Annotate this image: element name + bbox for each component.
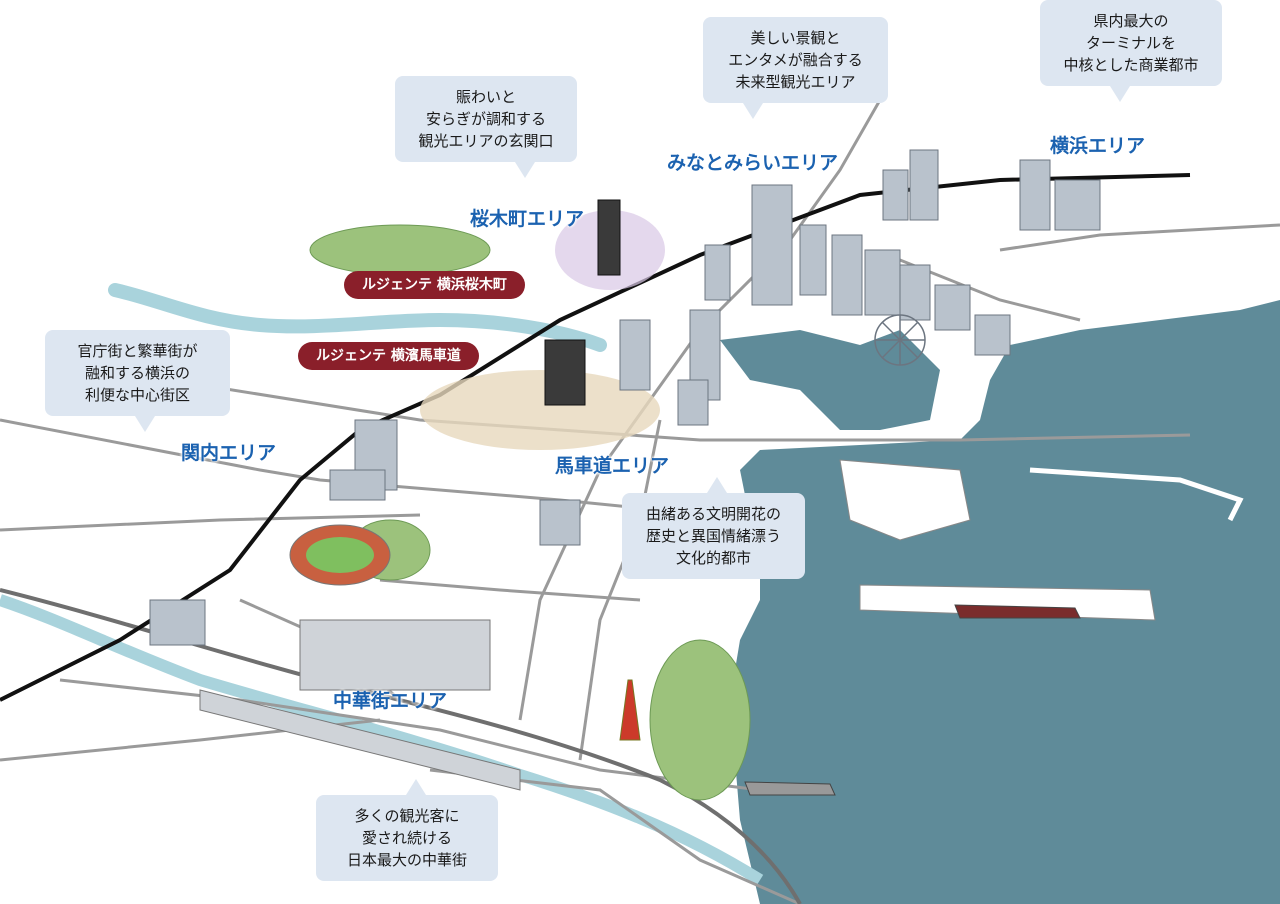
property-buildings: [544, 199, 621, 406]
river: [108, 283, 607, 352]
inlet: [720, 330, 940, 430]
bubble-yokohama: 県内最大の ターミナルを 中核とした商業都市: [1040, 0, 1222, 102]
area-label-kannai: 関内エリア: [181, 442, 277, 464]
bashamichi-glow: [420, 370, 660, 450]
pier: [859, 584, 1156, 621]
bubble-kannai: 官庁街と繁華街が 融和する横浜の 利便な中心街区: [45, 330, 230, 432]
bubble-minatomirai: 美しい景観と エンタメが融合する 未来型観光エリア: [703, 17, 888, 119]
area-label-sakuragicho: 桜木町エリア: [470, 208, 585, 230]
bubble-bashamichi: 由緒ある文明開花の 歴史と異国情緒漂う 文化的都市: [622, 477, 805, 579]
red-brick-pier: [839, 459, 971, 541]
bubble-sakuragicho: 賑わいと 安らぎが調和する 観光エリアの玄関口: [395, 76, 577, 178]
area-label-chinatown: 中華街エリア: [333, 690, 448, 712]
property-label-bashamichi: ルジェンテ 横濱馬車道: [298, 342, 479, 370]
buildings: [149, 149, 1101, 646]
breakwater: [1029, 467, 1244, 522]
area-label-yokohama: 横浜エリア: [1050, 135, 1146, 157]
ships: [744, 604, 1081, 796]
stadium: [289, 524, 391, 586]
marine-tower: [619, 679, 641, 741]
property-label-sakuragicho: ルジェンテ 横浜桜木町: [344, 271, 525, 299]
area-label-bashamichi: 馬車道エリア: [555, 455, 670, 477]
chinatown-blocks: [199, 619, 521, 791]
bubble-chinatown: 多くの観光客に 愛され続ける 日本最大の中華街: [316, 779, 498, 881]
area-label-minatomirai: みなとみらいエリア: [667, 152, 839, 174]
ferris-wheel: [874, 314, 926, 366]
